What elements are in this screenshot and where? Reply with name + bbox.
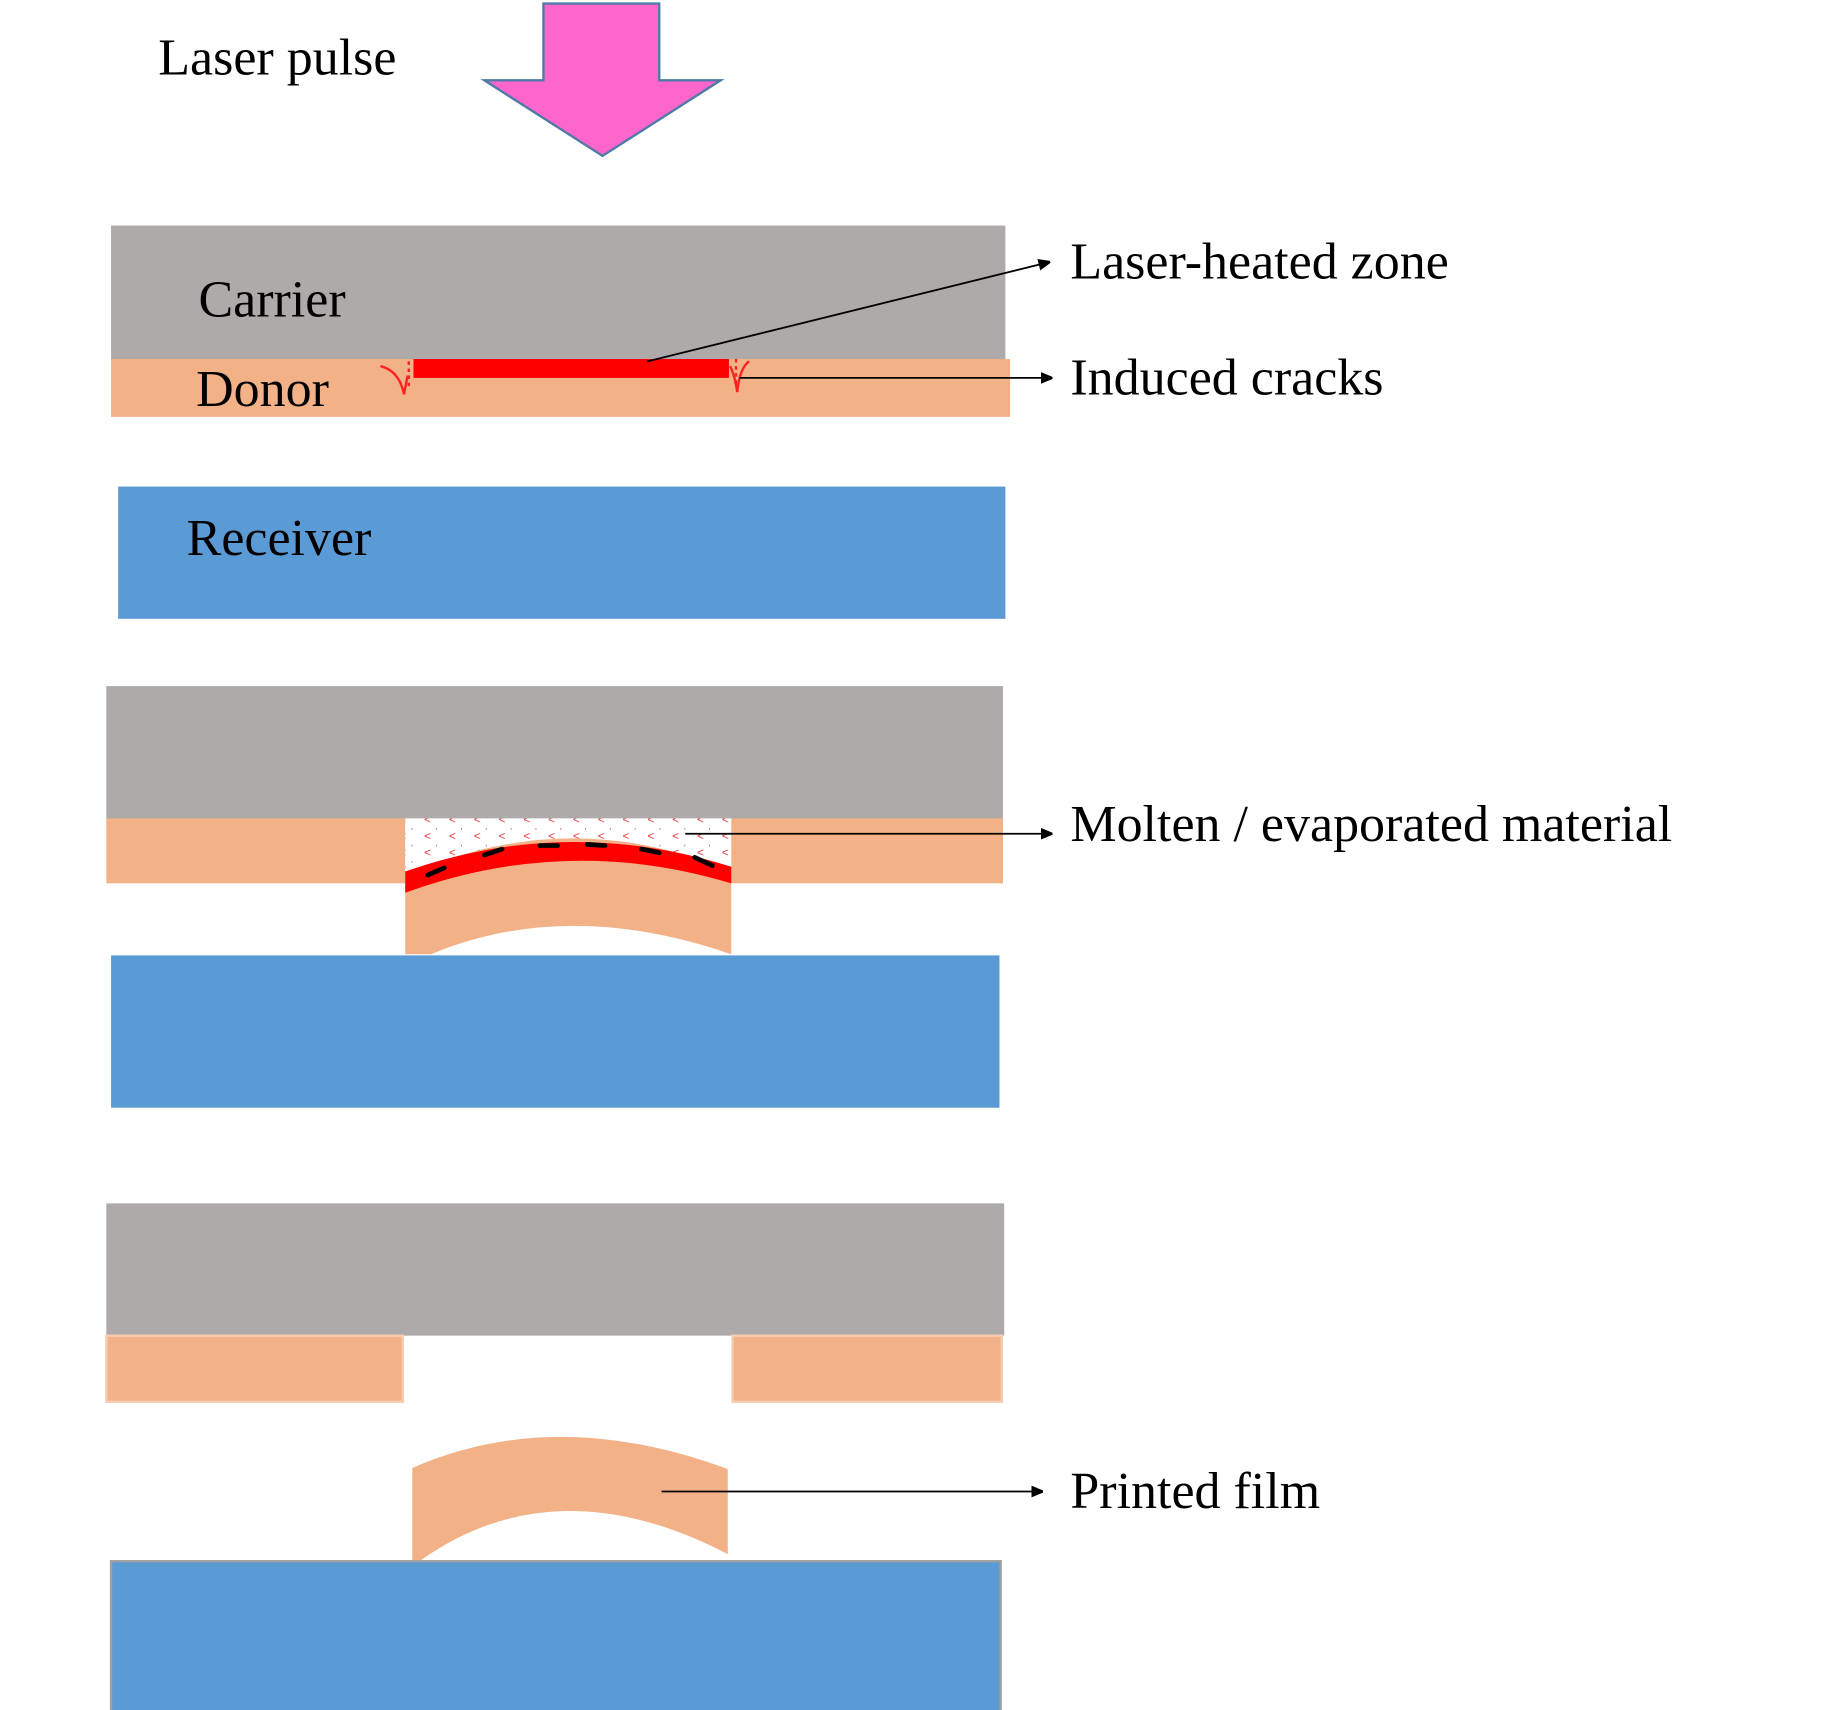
receiver-layer-3 <box>109 1560 1002 1710</box>
receiver-layer-2 <box>111 955 1000 1108</box>
heated-zone-leader <box>647 262 1049 363</box>
receiver-layer <box>118 486 1006 619</box>
crack-left-icon <box>380 361 410 395</box>
crack-right-icon <box>729 359 750 393</box>
donor-left-3 <box>105 1334 405 1403</box>
donor-label: Donor <box>196 361 329 418</box>
printed-film-callout: Printed film <box>1070 1463 1320 1520</box>
stage-1-before-pulse: Carrier Donor Receiver Laser-heated zone… <box>111 225 1449 619</box>
carrier-label: Carrier <box>198 272 345 329</box>
receiver-label: Receiver <box>187 510 372 567</box>
printed-film-shape <box>412 1436 728 1562</box>
laser-heated-zone <box>413 359 729 378</box>
donor-right-2 <box>730 818 1004 884</box>
laser-pulse-arrow <box>480 2 725 158</box>
carrier-layer-3 <box>106 1203 1005 1336</box>
donor-right-3 <box>731 1334 1004 1403</box>
donor-left-2 <box>106 818 406 884</box>
carrier-layer-2 <box>106 686 1004 820</box>
cracks-callout: Induced cracks <box>1070 349 1383 406</box>
stage-2-ejection: Molten / evaporated material <box>106 686 1672 1108</box>
heated-zone-callout: Laser-heated zone <box>1070 234 1448 291</box>
laser-pulse-label: Laser pulse <box>158 29 396 86</box>
pressure-arrows-icon <box>425 842 715 878</box>
carrier-layer <box>111 225 1006 361</box>
stage-3-deposited: Printed film <box>105 1203 1320 1710</box>
molten-callout: Molten / evaporated material <box>1070 796 1672 853</box>
